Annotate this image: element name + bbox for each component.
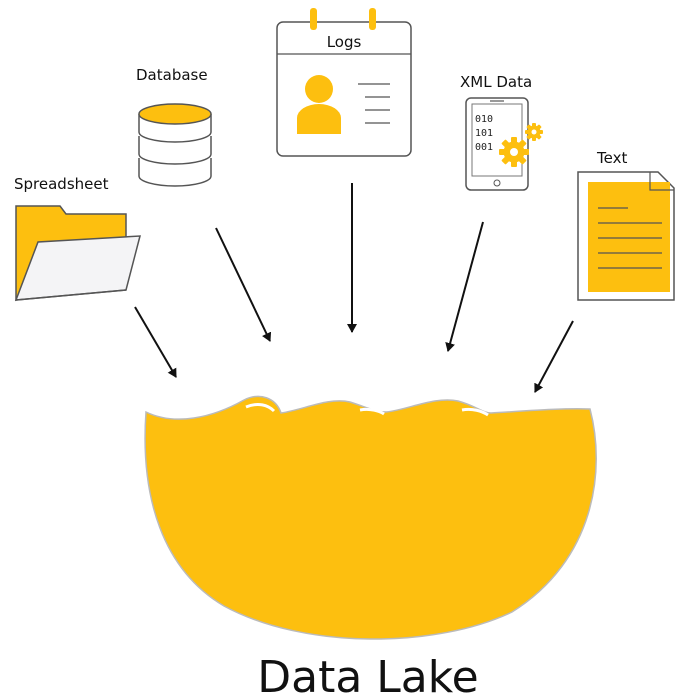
xml-binary-line-3: 001 [475, 142, 493, 153]
arrow-xml [445, 221, 484, 352]
xml-binary-line-2: 101 [475, 128, 493, 139]
text-document-icon [577, 171, 675, 301]
database-icon [138, 103, 212, 187]
xml-data-label: XML Data [460, 73, 532, 91]
arrow-database [215, 227, 272, 342]
text-label: Text [596, 149, 627, 167]
arrow-text [534, 320, 574, 393]
gear-large-icon [499, 137, 529, 167]
database-label: Database [136, 66, 208, 84]
spreadsheet-folder-icon [14, 205, 141, 302]
logs-label: Logs [327, 33, 362, 51]
arrow-spreadsheet [134, 306, 177, 378]
gear-small-icon [525, 123, 543, 141]
data-lake-bowl [144, 395, 597, 640]
data-lake-title: Data Lake [257, 652, 479, 700]
spreadsheet-label: Spreadsheet [14, 175, 109, 193]
xml-binary-line-1: 010 [475, 114, 493, 125]
logs-card-icon [276, 8, 412, 157]
flow-arrows [134, 183, 574, 393]
